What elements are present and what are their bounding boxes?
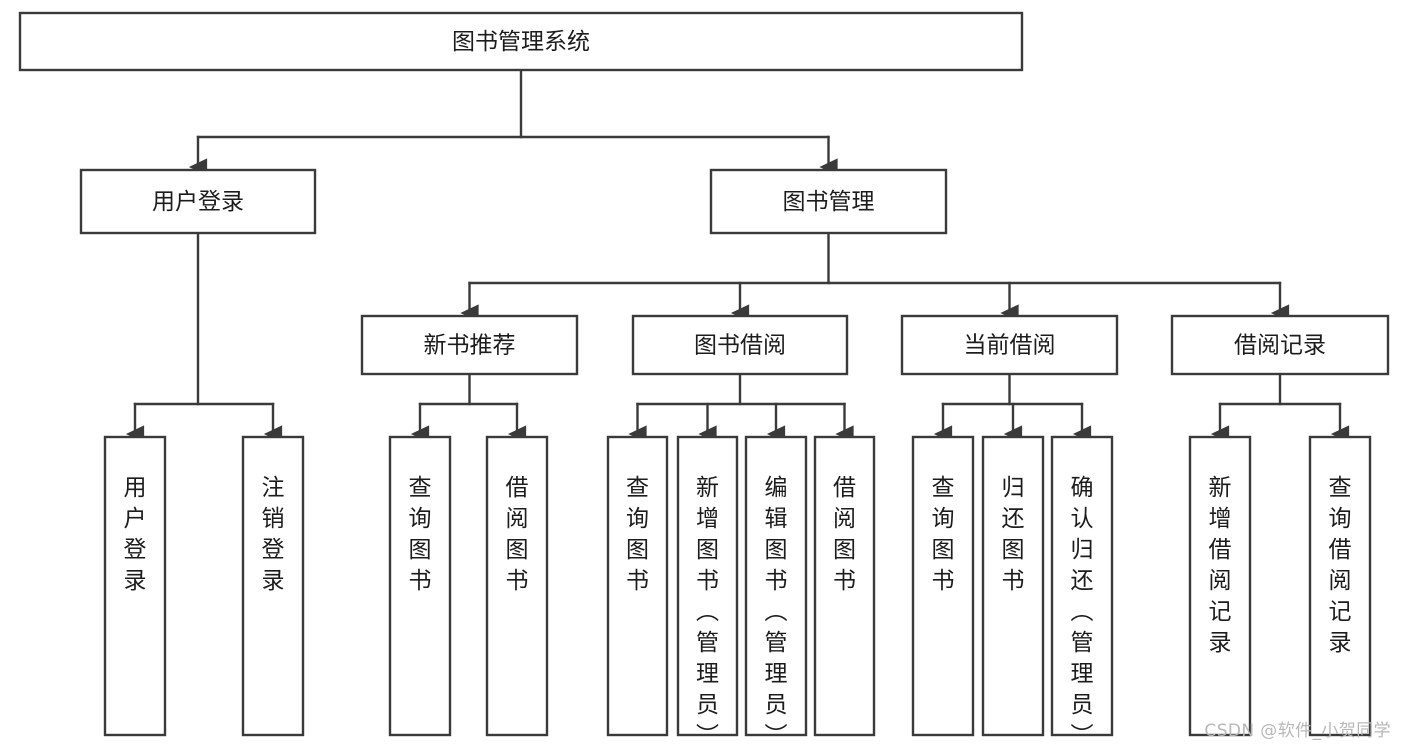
node-box	[388, 435, 452, 737]
node-box	[709, 168, 948, 235]
node-layer: 图书管理系统用户登录图书管理新书推荐图书借阅当前借阅借阅记录用户登录注销登录查询…	[18, 11, 1390, 747]
node-box	[1170, 314, 1390, 376]
node-label: 查询借阅记录	[1329, 475, 1352, 656]
node-box	[241, 435, 305, 737]
node-box	[631, 314, 849, 376]
node-leaf-cur-query[interactable]: 查询图书	[911, 435, 975, 737]
node-leaf-user-login[interactable]: 用户登录	[103, 435, 167, 737]
node-label: 借阅图书	[833, 475, 856, 594]
node-box	[79, 168, 317, 235]
node-label: 查询图书	[932, 475, 955, 594]
node-box	[1050, 435, 1114, 737]
node-leaf-borrow-query[interactable]: 查询图书	[606, 435, 669, 737]
node-box	[606, 435, 669, 737]
node-leaf-borrow-add[interactable]: 新增图书︵管理员︶	[676, 435, 739, 747]
node-root[interactable]: 图书管理系统	[18, 11, 1024, 72]
node-box	[360, 314, 579, 376]
node-box	[981, 435, 1045, 737]
node-l3-new[interactable]: 新书推荐	[360, 314, 579, 376]
node-leaf-user-logout[interactable]: 注销登录	[241, 435, 305, 737]
node-label: 新增借阅记录	[1209, 475, 1232, 656]
node-label: 图书管理	[783, 189, 875, 215]
node-l3-borrow[interactable]: 图书借阅	[631, 314, 849, 376]
node-l3-current[interactable]: 当前借阅	[900, 314, 1119, 376]
node-box	[103, 435, 167, 737]
node-label: 新书推荐	[424, 333, 516, 359]
node-box	[1188, 435, 1252, 737]
node-label: 借阅图书	[506, 475, 529, 594]
node-l2-book[interactable]: 图书管理	[709, 168, 948, 235]
connector-group	[188, 68, 838, 176]
node-label: 借阅记录	[1234, 333, 1326, 359]
node-label: 注销登录	[262, 475, 285, 594]
connector-group	[410, 372, 527, 443]
node-leaf-borrow-do[interactable]: 借阅图书	[813, 435, 876, 737]
node-box	[911, 435, 975, 737]
node-leaf-new-query[interactable]: 查询图书	[388, 435, 452, 737]
node-leaf-cur-confirm[interactable]: 确认归还︵管理员︶	[1050, 435, 1114, 747]
node-label: 用户登录	[124, 475, 147, 594]
node-box	[744, 435, 808, 737]
node-box	[485, 435, 549, 737]
node-box	[900, 314, 1119, 376]
connector-group	[1210, 372, 1350, 443]
node-label: 新增图书︵管理员︶	[696, 475, 719, 747]
node-label: 查询图书	[409, 475, 432, 594]
node-label: 编辑图书︵管理员︶	[765, 475, 788, 747]
connector-group	[628, 372, 854, 443]
connector-group	[125, 231, 283, 443]
node-label: 当前借阅	[964, 333, 1056, 359]
node-label: 查询图书	[626, 475, 649, 594]
node-label: 确认归还︵管理员︶	[1071, 475, 1094, 747]
node-leaf-borrow-edit[interactable]: 编辑图书︵管理员︶	[744, 435, 808, 747]
node-label: 归还图书	[1002, 475, 1025, 594]
node-label: 图书借阅	[694, 333, 786, 359]
node-leaf-cur-return[interactable]: 归还图书	[981, 435, 1045, 737]
node-label: 图书管理系统	[452, 29, 590, 55]
connector-group	[933, 372, 1092, 443]
node-leaf-rec-query[interactable]: 查询借阅记录	[1308, 435, 1372, 737]
node-box	[813, 435, 876, 737]
node-box	[18, 11, 1024, 72]
node-l3-record[interactable]: 借阅记录	[1170, 314, 1390, 376]
node-box	[676, 435, 739, 737]
node-leaf-new-borrow[interactable]: 借阅图书	[485, 435, 549, 737]
node-leaf-rec-add[interactable]: 新增借阅记录	[1188, 435, 1252, 737]
node-l2-user[interactable]: 用户登录	[79, 168, 317, 235]
node-box	[1308, 435, 1372, 737]
node-label: 用户登录	[152, 189, 244, 215]
connector-group	[460, 231, 1290, 322]
connector-layer	[125, 68, 1350, 443]
